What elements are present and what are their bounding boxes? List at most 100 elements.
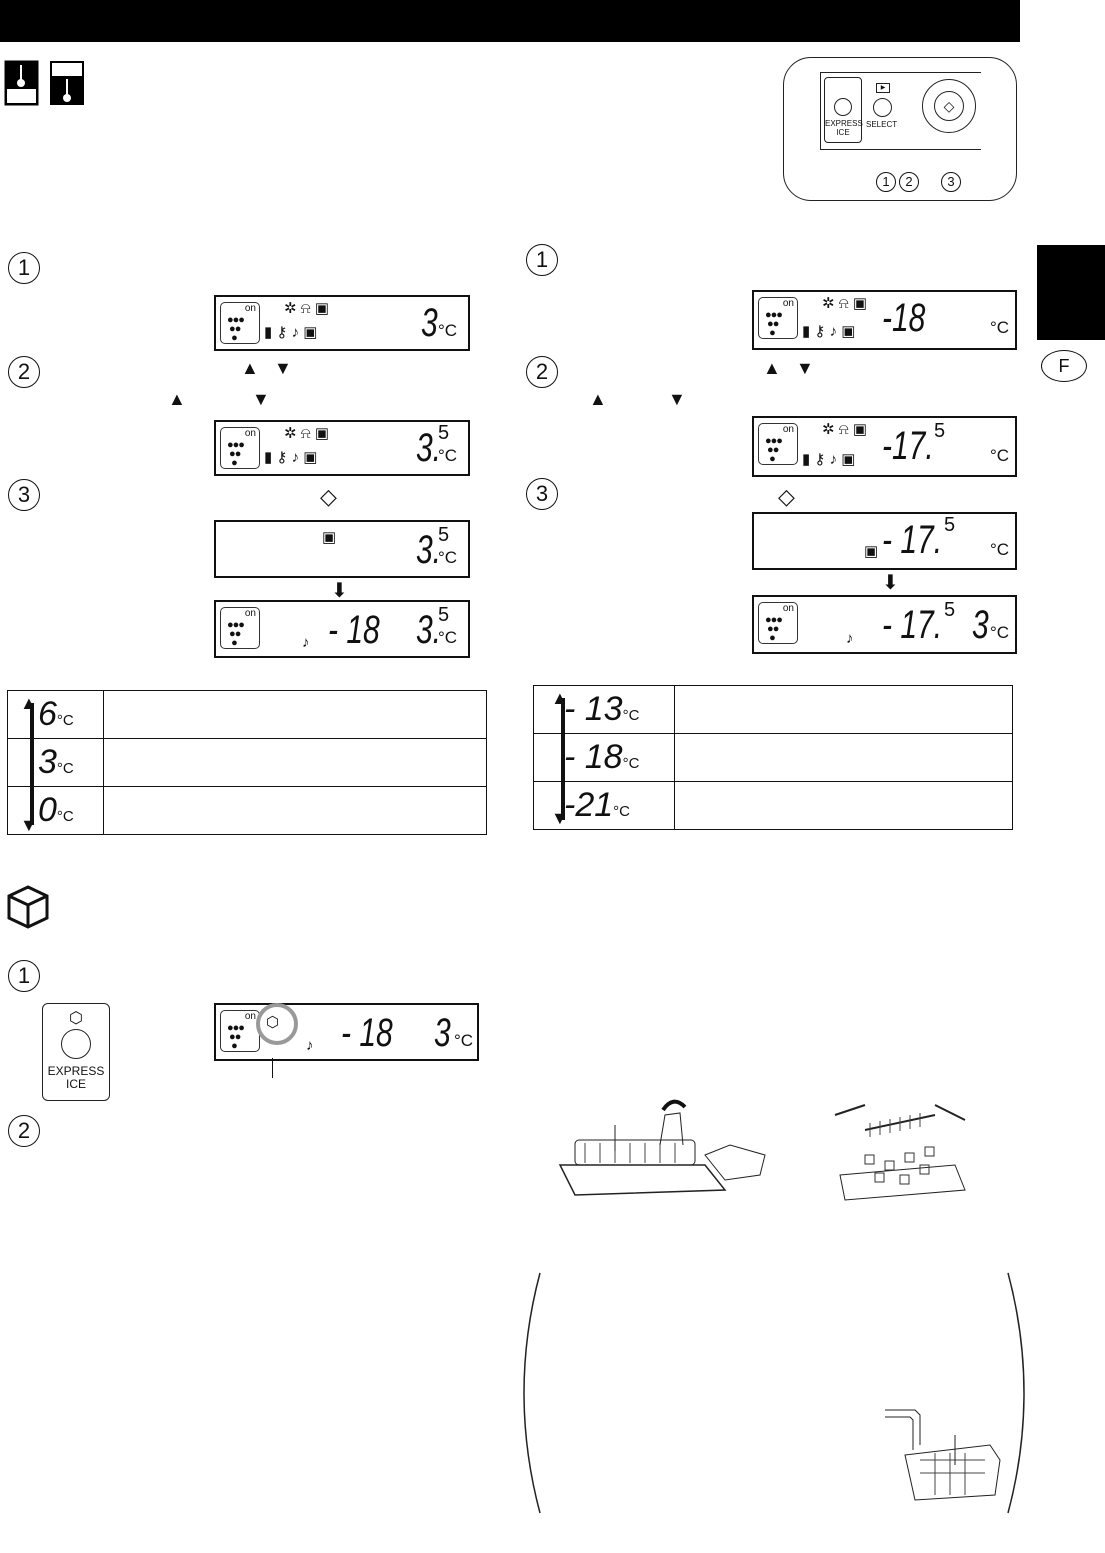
freezer-temp: - 18 (328, 608, 380, 652)
callout-1: 1 (876, 172, 896, 192)
step-1: 1 (8, 960, 40, 992)
up-arrowhead-icon: ▲ (551, 688, 569, 708)
unit: °C (990, 318, 1010, 337)
down-arrow-icon: ⬇ (882, 572, 899, 594)
range-arrow-icon (30, 703, 34, 825)
lcd-display-fridge-4: on●●● ●● ● ♪ - 18 3. 5 °C (214, 600, 470, 658)
step-2: 2 (526, 356, 558, 388)
ice-cube-icon: ⬡ (266, 1014, 280, 1031)
range-value: - 18 (564, 738, 623, 776)
range-value: 6 (38, 695, 57, 733)
ice-tray-twist-illustration (558, 1099, 766, 1196)
freezer-icon: ▣ (864, 543, 879, 560)
lcd-display-freezer-2: on●●● ●● ● ✲ ⍾ ▣ ▮ ⚷ ♪ ▣ -17. 5 °C (752, 416, 1017, 477)
lcd-display-freezer-3: ▣ - 17. 5 °C (752, 512, 1017, 570)
grape-icon: on●●● ●● ● (758, 602, 798, 644)
step-2: 2 (8, 1115, 40, 1147)
freezer-temp: - 17. (882, 603, 943, 647)
table-row: 6°C (7, 690, 487, 739)
fridge-temp: 3. (416, 426, 442, 470)
freezer-temp: - 18 (341, 1011, 393, 1055)
down-arrow-icon: ⬇ (331, 580, 348, 602)
ice-cube-timer-icon: ⬡ (69, 1010, 83, 1027)
table-row: - 18°C (533, 733, 1013, 782)
down-arrow-icon: ▼ (668, 389, 686, 409)
ok-button[interactable]: ◇ (934, 91, 964, 121)
express-ice-label: EXPRESS ICE (47, 1064, 105, 1091)
unit: °C (454, 1031, 474, 1050)
range-value: 0 (38, 791, 57, 829)
fridge-temp-decimal: 5 (438, 604, 450, 626)
select-button[interactable] (873, 98, 892, 117)
table-row: - 13°C (533, 685, 1013, 734)
status-icons: ✲ ⍾ ▣ (822, 421, 868, 438)
up-arrow-icon: ▲ (589, 389, 607, 409)
unit: °C (438, 446, 458, 465)
fridge-temp: 3 (972, 603, 989, 647)
table-row: -21°C (533, 781, 1013, 830)
ice-release-illustration (834, 1104, 966, 1201)
status-icons: ✲ ⍾ ▣ (284, 425, 330, 442)
callout-3: 3 (941, 172, 961, 192)
status-icons: ✲ ⍾ ▣ (822, 295, 868, 312)
table-row: 0°C (7, 786, 487, 835)
status-icons-lower: ▮ ⚷ ♪ ▣ (802, 451, 856, 468)
down-arrow-icon: ▼ (796, 358, 814, 378)
unit: °C (438, 628, 458, 647)
express-ice-button[interactable]: ⬡ EXPRESS ICE (42, 1003, 110, 1101)
step-2: 2 (8, 356, 40, 388)
unit: °C (438, 321, 458, 340)
express-ice-button[interactable]: EXPRESS ICE (824, 77, 863, 143)
step-1: 1 (526, 244, 558, 276)
lcd-display-fridge-1: on●●● ●● ● ✲ ⍾ ▣ ▮ ⚷ ♪ ▣ 3 °C (214, 295, 470, 351)
step-3: 3 (8, 479, 40, 511)
down-arrow-icon: ▼ (252, 389, 270, 409)
status-icons-lower: ▮ ⚷ ♪ ▣ (802, 323, 856, 340)
step-1: 1 (8, 252, 40, 284)
freezer-temp-decimal: 5 (944, 599, 956, 621)
lcd-display-fridge-3: ▣ 3. 5 °C (214, 520, 470, 578)
leader-line (272, 1058, 273, 1078)
lcd-display-express-ice: on●●● ●● ● ⬡ ♪ - 18 3 °C (214, 1003, 479, 1061)
status-icons-lower: ▮ ⚷ ♪ ▣ (264, 324, 318, 341)
fridge-temp-decimal: 5 (438, 422, 450, 444)
range-value: - 13 (564, 690, 623, 728)
up-arrow-icon: ▲ (763, 358, 781, 378)
status-icons: ✲ ⍾ ▣ (284, 300, 330, 317)
up-down-dial[interactable] (922, 79, 976, 133)
grape-icon: on●●● ●● ● (220, 607, 260, 649)
fridge-temp-range-table: 6°C 3°C 0°C (7, 690, 487, 835)
grape-icon: on●●● ●● ● (220, 427, 260, 469)
grape-icon: on●●● ●● ● (220, 302, 260, 344)
ok-diamond-icon: ◇ (320, 484, 337, 509)
ice-cube-icon (7, 885, 49, 929)
lcd-display-freezer-4: on●●● ●● ● ♪ - 17. 5 3 °C (752, 595, 1017, 654)
fridge-temp-decimal: 5 (438, 524, 450, 546)
note-bracket (523, 1272, 1025, 1514)
grape-icon: on●●● ●● ● (758, 423, 798, 465)
note-icon: ♪ (306, 1037, 314, 1054)
language-tab (1037, 245, 1105, 340)
select-label: SELECT (866, 120, 898, 129)
fridge-temp: 3. (416, 608, 442, 652)
range-value: -21 (564, 786, 614, 824)
ice-tray-filling-illustration (885, 1409, 1001, 1501)
table-row: 3°C (7, 738, 487, 787)
grape-icon: on●●● ●● ● (220, 1010, 260, 1052)
down-arrow-icon: ▼ (274, 358, 292, 378)
language-badge: F (1041, 350, 1087, 382)
callout-2: 2 (899, 172, 919, 192)
down-arrowhead-icon: ▼ (551, 808, 569, 828)
lcd-display-freezer-1: on●●● ●● ● ✲ ⍾ ▣ ▮ ⚷ ♪ ▣ -18 °C (752, 290, 1017, 350)
control-panel-diagram: EXPRESS ICE ▶ SELECT ◇ 1 2 3 (783, 57, 1017, 201)
freezer-temp: -17. (882, 424, 934, 468)
freezer-temp: - 17. (882, 518, 943, 562)
up-arrow-icon: ▲ (241, 358, 259, 378)
play-icon: ▶ (876, 83, 890, 93)
status-icons-lower: ▮ ⚷ ♪ ▣ (264, 449, 318, 466)
unit: °C (990, 623, 1010, 642)
unit: °C (990, 540, 1010, 559)
grape-icon: on●●● ●● ● (758, 297, 798, 339)
freezer-temp: -18 (882, 296, 926, 340)
freezer-temp-decimal: 5 (944, 514, 956, 536)
